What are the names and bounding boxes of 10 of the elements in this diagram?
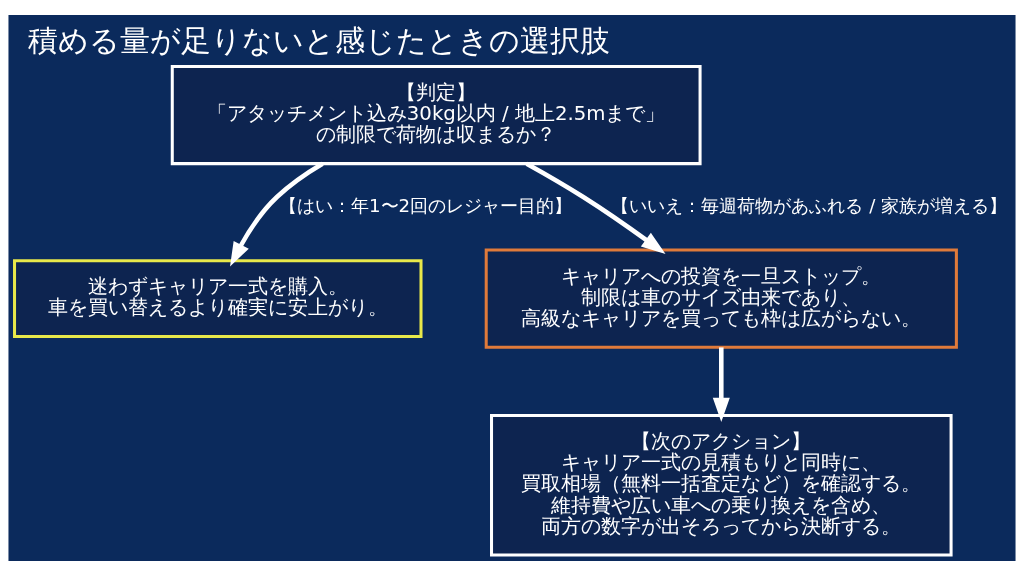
edge-label: 【はい：年1〜2回のレジャー目的】	[278, 194, 573, 216]
node-box: 【次のアクション】 キャリア一式の見積もりと同時に、買取相場（無料一括査定など）を確認する。維持費や広い車への乗り換えを含め、両方の数字が出そろってから決断する。	[490, 413, 953, 557]
edge-label: 【いいえ：毎週荷物があふれる / 家族が増える】	[611, 194, 1008, 216]
node-box: 迷わずキャリア一式を購入。車を買い替えるより確実に安上がり。	[13, 259, 423, 339]
node-box: 【判定】 「アタッチメント込み30kg以内 / 地上2.5mまで」の制限で荷物は収まるか？	[170, 65, 702, 166]
node-box: キャリアへの投資を一旦ストップ。制限は車のサイズ由来であり、高級なキャリアを買っても枠は広がらない。	[484, 248, 958, 349]
arrow	[230, 161, 324, 267]
diagram-title: 積める量が足りないと感じたときの選択肢	[27, 23, 610, 59]
arrow	[525, 161, 666, 255]
arrow	[712, 347, 730, 422]
